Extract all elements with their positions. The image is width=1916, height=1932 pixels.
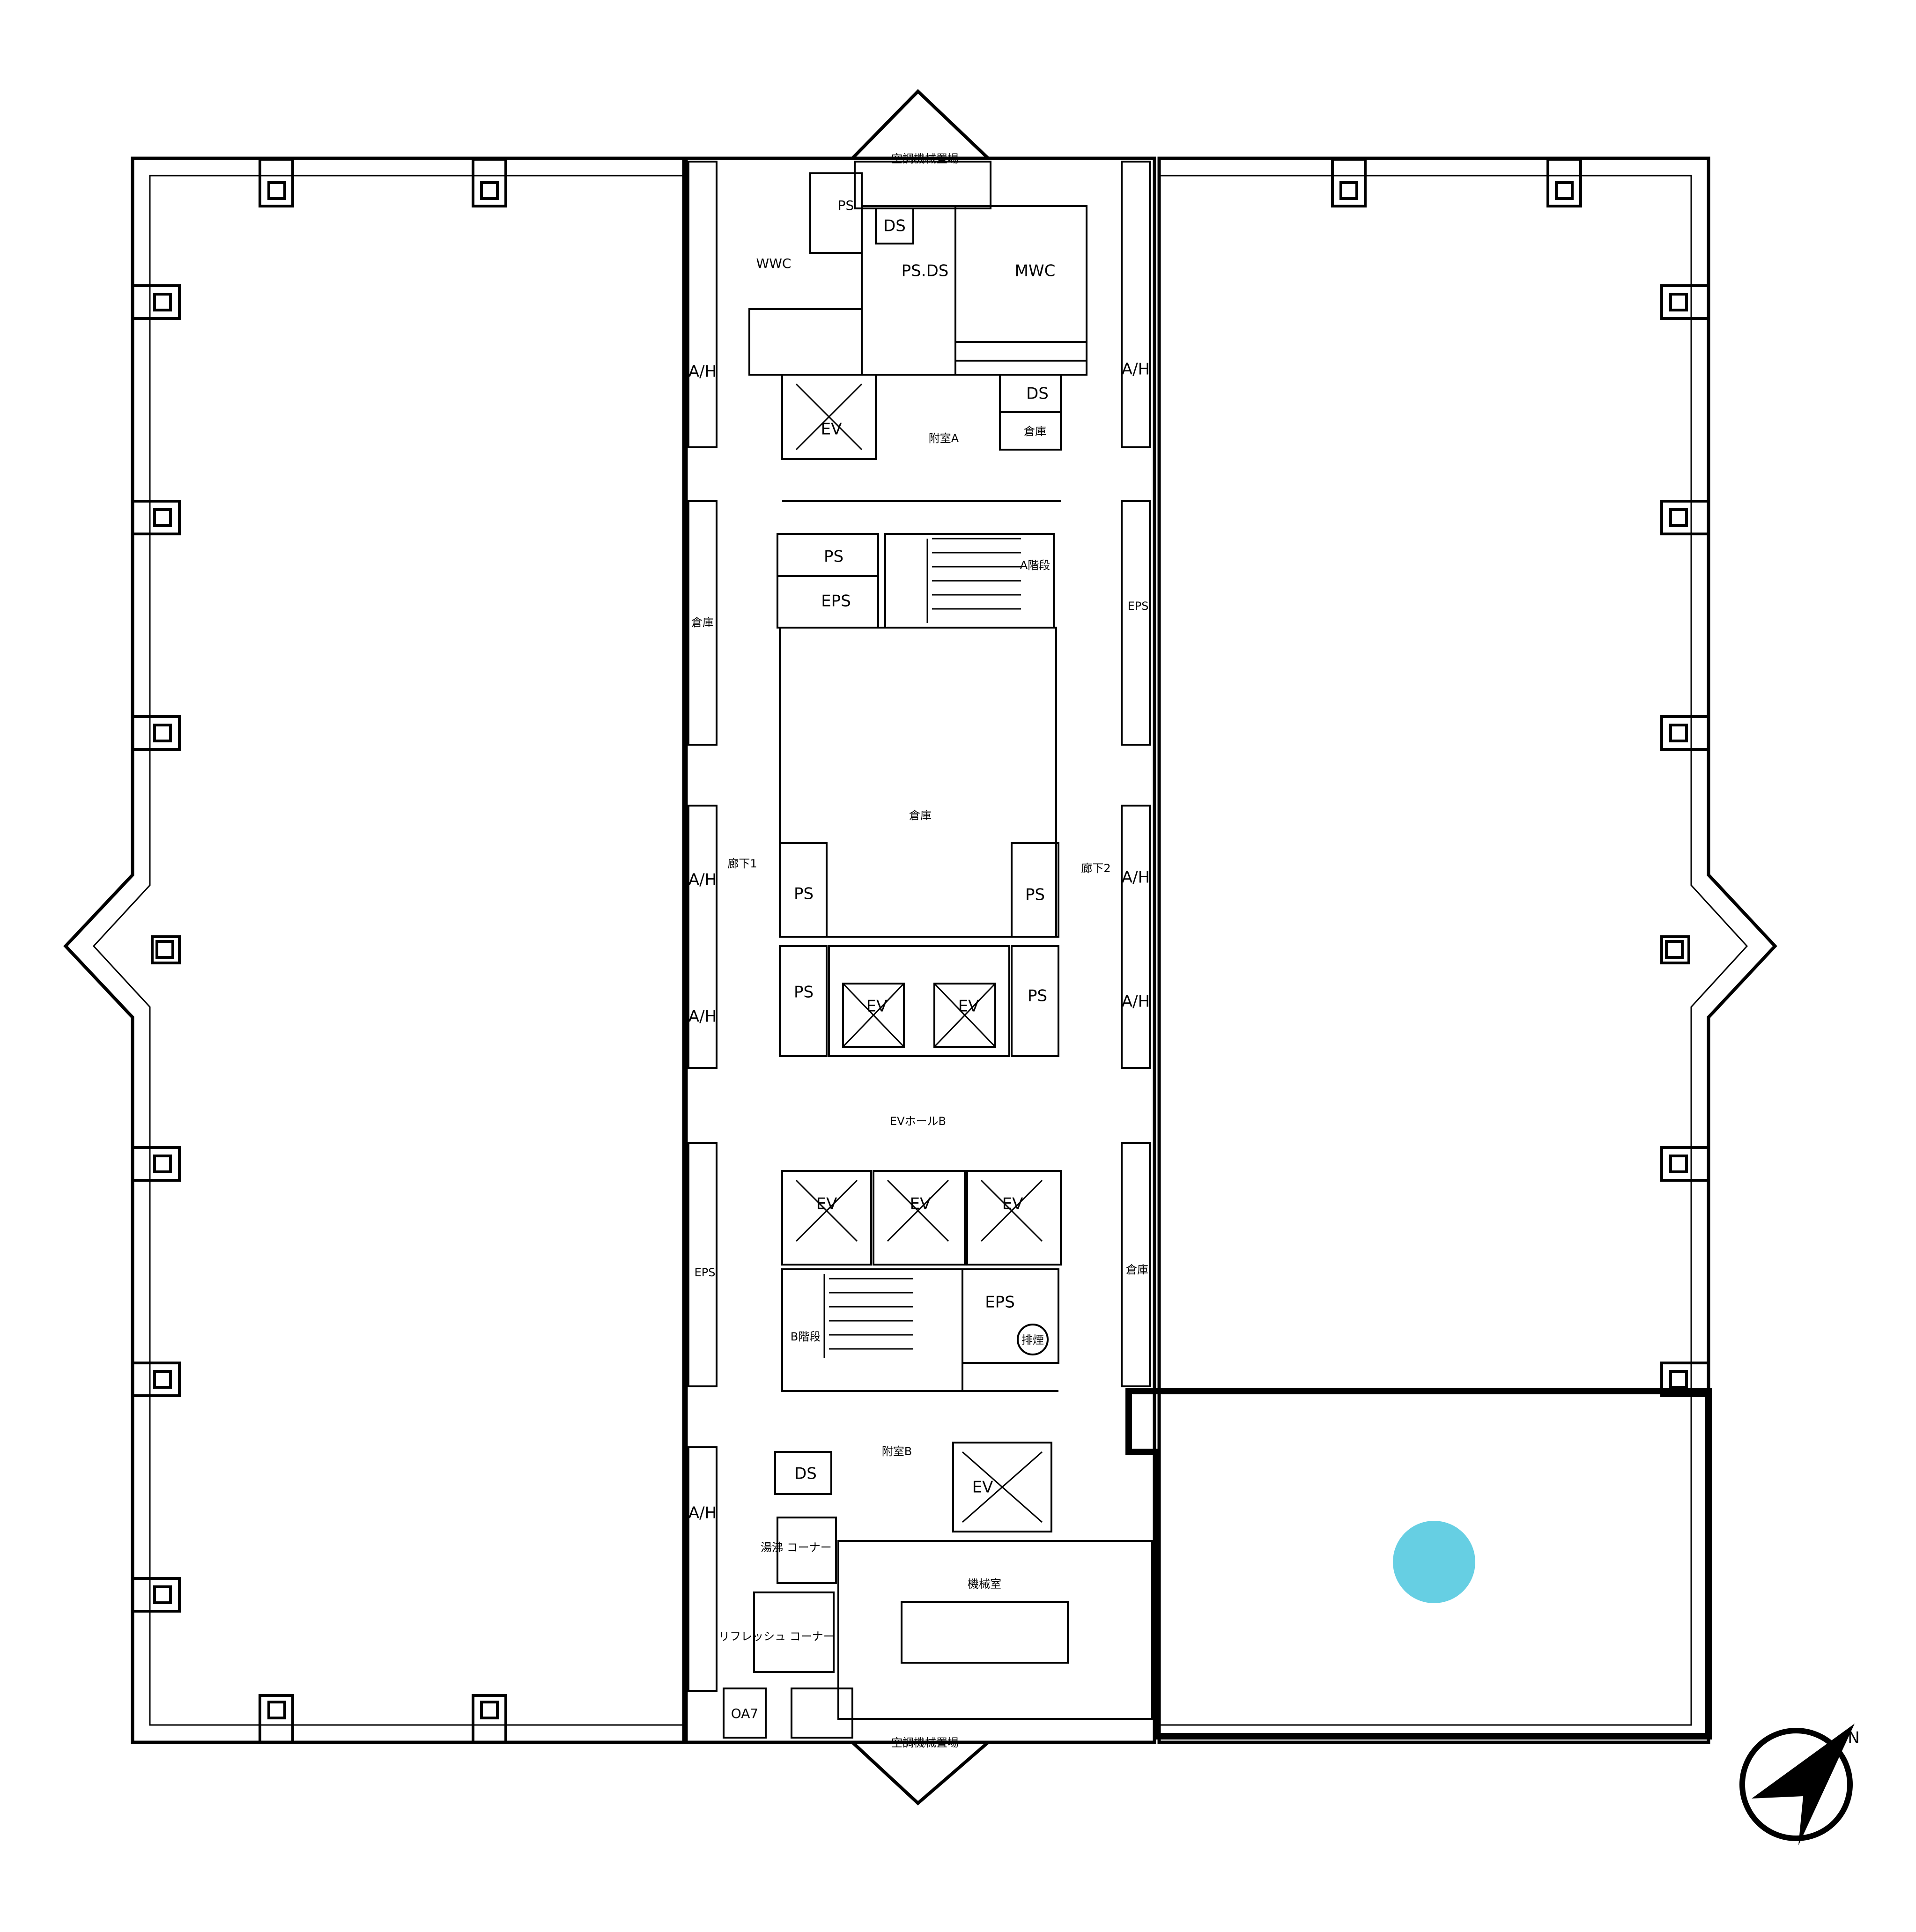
label-eps-low: EPS (985, 1293, 1015, 1312)
label-machine-room: 機械室 (968, 1577, 1001, 1591)
label-ps-stair-a: PS (824, 548, 843, 566)
label-ah-top-left: A/H (688, 363, 717, 381)
label-mwc: MWC (1015, 262, 1056, 281)
label-annex-a: 附室A (929, 432, 959, 445)
label-ah-mid-left-1: A/H (688, 871, 717, 889)
label-oa: OA7 (731, 1706, 759, 1721)
label-stair-b: B階段 (791, 1330, 821, 1343)
label-ah-mid-right-2: A/H (1122, 992, 1150, 1011)
label-eps-left: EPS (695, 1266, 716, 1279)
label-ds-low: DS (794, 1465, 817, 1483)
label-ev-low-2: EV (910, 1195, 931, 1214)
label-refresh: リフレッシュ コーナー (718, 1630, 835, 1643)
core (684, 89, 1156, 1806)
compass-north-label: N (1848, 1729, 1859, 1747)
ac-bump-bottom (848, 1740, 993, 1806)
label-storage-center: 倉庫 (909, 809, 932, 822)
highlighted-unit[interactable] (1125, 1388, 1712, 1740)
label-ev-mid-1: EV (866, 997, 888, 1016)
label-ds-top: DS (883, 217, 906, 236)
label-storage-small: 倉庫 (1024, 425, 1046, 438)
label-ev-top: EV (821, 420, 842, 439)
label-ah-top-right: A/H (1122, 360, 1150, 379)
label-ps-r2: PS (1028, 987, 1047, 1006)
label-storage-right-low: 倉庫 (1126, 1263, 1148, 1276)
label-corridor-2: 廊下2 (1081, 862, 1110, 875)
label-ah-mid-left-2: A/H (688, 1007, 717, 1026)
label-ac-top: 空調機械置場 (891, 152, 959, 165)
label-ps-r1: PS (1025, 886, 1045, 904)
label-wwc: WWC (756, 256, 792, 271)
right-wing (1157, 156, 1777, 1744)
room-labels: 空調機械置場 PS DS WWC PS.DS MWC A/H A/H DS 倉庫… (688, 152, 1150, 1749)
label-ah-low-left: A/H (688, 1504, 717, 1523)
left-wing (63, 156, 686, 1744)
label-kitchen: 湯沸 コーナー (761, 1541, 832, 1554)
label-ps-top: PS (838, 198, 854, 213)
label-ah-mid-right-1: A/H (1122, 868, 1150, 887)
ac-bump-top (848, 89, 992, 160)
label-ev-mid-2: EV (958, 997, 979, 1016)
label-eps-right: EPS (1128, 600, 1149, 613)
label-ac-bottom: 空調機械置場 (891, 1736, 959, 1749)
label-ev-low-3: EV (1002, 1195, 1023, 1214)
label-annex-b: 附室B (882, 1445, 912, 1458)
compass-arrow-icon (1752, 1724, 1855, 1845)
label-ps-ds: PS.DS (902, 262, 949, 281)
label-ds-mid: DS (1026, 385, 1049, 403)
column-markers-right (1331, 158, 1710, 1397)
label-corridor-1: 廊下1 (727, 857, 757, 870)
column-markers-left (131, 158, 507, 1744)
label-ps-l1: PS (794, 885, 814, 903)
label-smoke-exhaust: 排煙 (1021, 1333, 1044, 1347)
north-compass: N (1739, 1724, 1860, 1845)
location-marker (1393, 1521, 1475, 1603)
label-ev-hall-b: EVホールB (890, 1115, 946, 1128)
compass-ring (1739, 1728, 1853, 1841)
label-ev-low: EV (972, 1478, 993, 1497)
label-storage-left-top: 倉庫 (691, 616, 714, 629)
label-ev-low-1: EV (816, 1195, 837, 1214)
label-ps-l2: PS (794, 983, 814, 1002)
label-stair-a: A階段 (1020, 559, 1050, 572)
label-eps-stair-a: EPS (821, 592, 851, 611)
